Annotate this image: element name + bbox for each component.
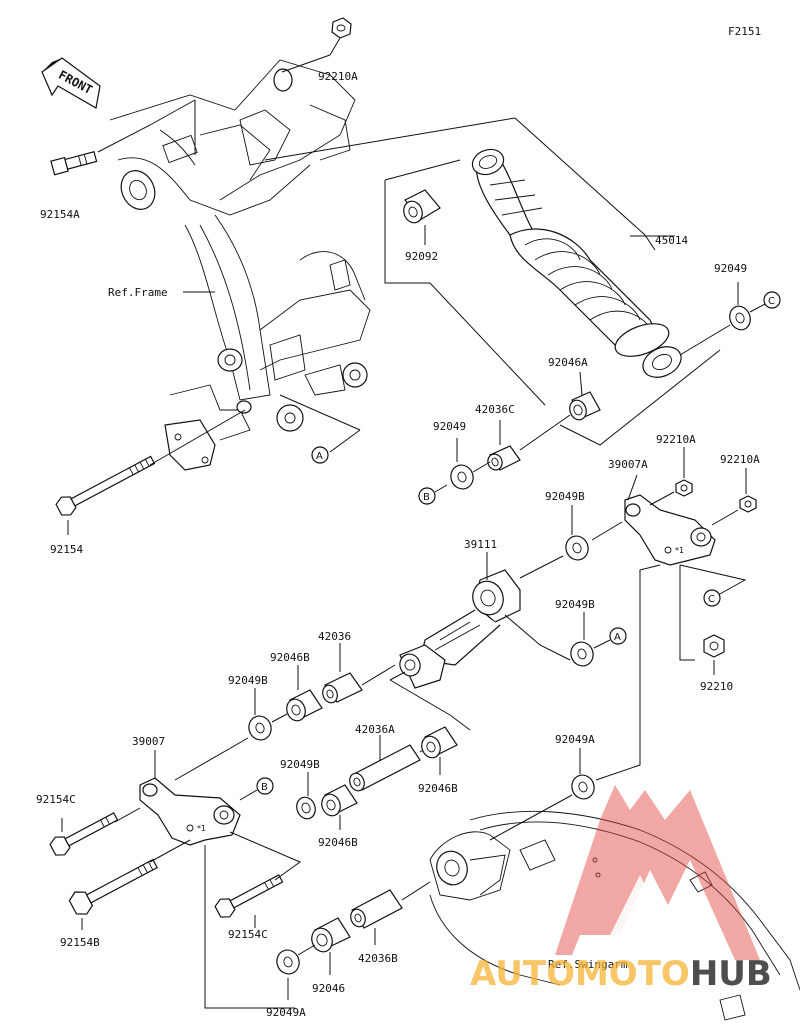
svg-text:*1: *1 [197, 824, 206, 833]
label-92046B-b: 92046B [418, 782, 458, 795]
washer-92049B-c [248, 715, 272, 741]
label-92210A-b: 92210A [720, 453, 760, 466]
washer-92049A-bottom [276, 949, 300, 975]
washer-92049-right [729, 305, 751, 331]
label-92049-left: 92049 [433, 420, 466, 433]
bolt-92154 [55, 455, 156, 516]
washer-92049B-b [570, 641, 594, 667]
bearing-92046 [311, 917, 351, 953]
nut-92210A-b [739, 495, 757, 513]
collar-42036A [349, 744, 421, 792]
bracket-39007: *1 [139, 777, 241, 846]
frame-drawing [109, 59, 371, 471]
nut-92210 [703, 634, 725, 658]
label-39111: 39111 [464, 538, 497, 551]
callout-c-bottom: C [703, 589, 721, 607]
watermark-text: AUTOMOTOHUB [470, 954, 772, 994]
label-45014: 45014 [655, 234, 688, 247]
label-92049A-right: 92049A [555, 733, 595, 746]
collar-42036C [487, 445, 521, 471]
nut-92210A-top [331, 17, 352, 39]
bearing-92046B-a [286, 689, 323, 722]
label-92210A-top: 92210A [318, 70, 358, 83]
label-92046A: 92046A [548, 356, 588, 369]
washer-92049-left [450, 464, 474, 490]
label-42036A: 42036A [355, 723, 395, 736]
svg-text:C: C [708, 594, 715, 605]
callout-b-bracket: B [256, 777, 274, 795]
bolt-92154C-a [49, 812, 119, 856]
front-arrow-icon: FRONT [41, 57, 101, 109]
label-92046B-c: 92046B [318, 836, 358, 849]
bolt-92154A [50, 151, 98, 176]
label-92049B-c: 92049B [228, 674, 268, 687]
label-39007A: 39007A [608, 458, 648, 471]
watermark-part1: AUTOMOTO [470, 954, 690, 994]
label-92210A-a: 92210A [656, 433, 696, 446]
callout-c-top: C [763, 291, 781, 309]
label-92049B-a: 92049B [545, 490, 585, 503]
ref-frame-label: Ref.Frame [108, 286, 168, 299]
label-92046: 92046 [312, 982, 345, 995]
rod-39111 [399, 569, 521, 689]
label-92049B-d: 92049B [280, 758, 320, 771]
ref-swingarm-label: Ref.Swingarm [548, 958, 628, 971]
label-92154B: 92154B [60, 936, 100, 949]
collar-42036 [322, 672, 363, 704]
bearing-92046B-b [421, 726, 458, 759]
washer-92049B-d [296, 796, 316, 820]
callout-a-frame: A [311, 446, 329, 464]
svg-text:A: A [614, 632, 621, 643]
figure-id: F2151 [728, 25, 761, 38]
callout-b-top: B [418, 487, 436, 505]
svg-text:B: B [261, 782, 268, 793]
label-92092: 92092 [405, 250, 438, 263]
label-92154C-b: 92154C [228, 928, 268, 941]
callout-a-rod: A [609, 627, 627, 645]
label-39007: 39007 [132, 735, 165, 748]
bearing-92046A [569, 391, 601, 421]
svg-text:C: C [768, 296, 775, 307]
automotohub-watermark-logo [555, 785, 760, 960]
svg-text:*1: *1 [675, 546, 684, 555]
label-42036B: 42036B [358, 952, 398, 965]
swingarm-drawing [429, 810, 800, 1021]
label-92049B-b: 92049B [555, 598, 595, 611]
label-42036: 42036 [318, 630, 351, 643]
watermark-part2: HUB [690, 954, 772, 994]
bearing-92046B-c [321, 784, 358, 817]
label-92154A: 92154A [40, 208, 80, 221]
bushing-92092 [403, 189, 441, 224]
label-42036C: 42036C [475, 403, 515, 416]
label-92046B-a: 92046B [270, 651, 310, 664]
washer-92049B-a [565, 535, 589, 561]
nut-92210A-a [675, 479, 693, 497]
bracket-39007A: *1 [624, 494, 716, 566]
shock-absorber-45014 [471, 148, 682, 378]
bolt-92154C-b [214, 874, 284, 918]
bolt-92154B [68, 858, 158, 915]
label-92154C-a: 92154C [36, 793, 76, 806]
collar-42036B [350, 889, 403, 929]
label-92049A-bottom: 92049A [266, 1006, 306, 1019]
label-92154: 92154 [50, 543, 83, 556]
label-92210: 92210 [700, 680, 733, 693]
svg-text:B: B [423, 492, 430, 503]
washer-92049A-right [571, 774, 595, 800]
svg-text:A: A [316, 451, 323, 462]
label-92049-right: 92049 [714, 262, 747, 275]
